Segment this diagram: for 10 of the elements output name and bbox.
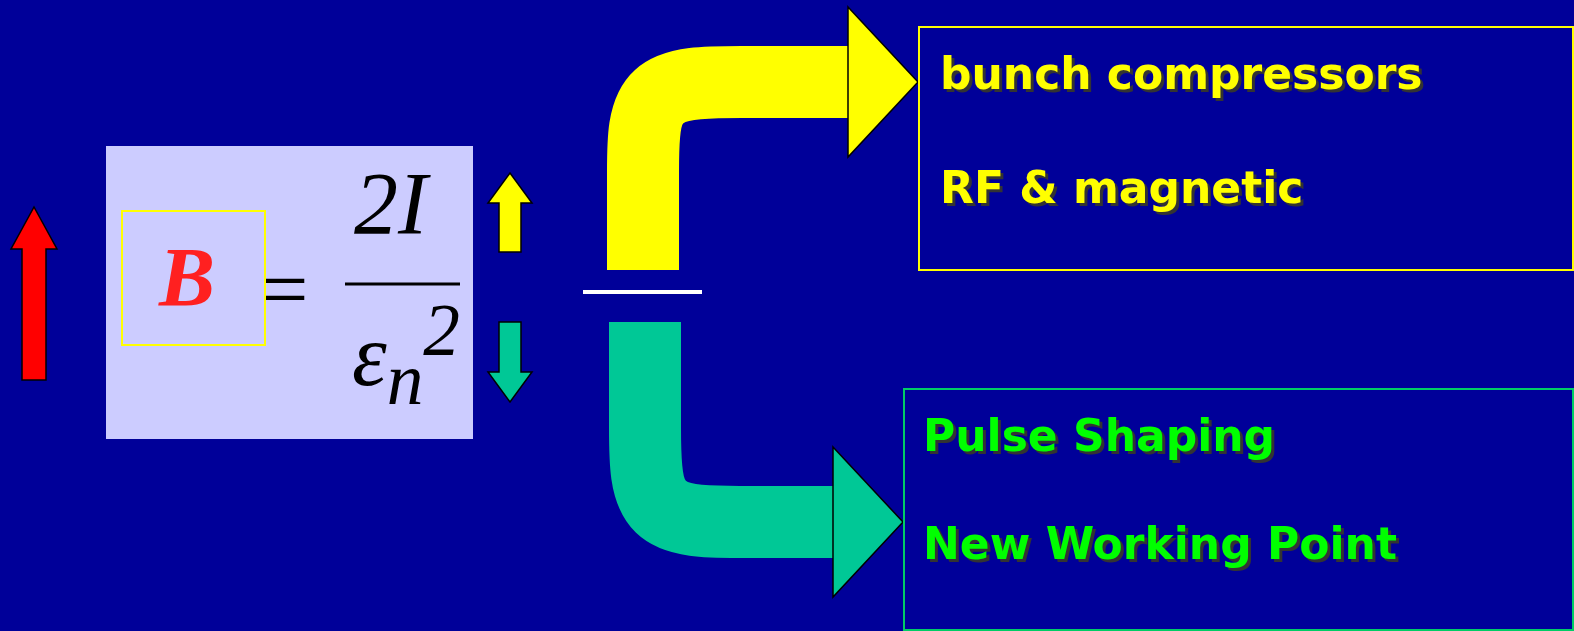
box-text: bunch compressors <box>940 50 1423 99</box>
box-text: RF & magnetic <box>940 164 1304 213</box>
variable-label: B <box>159 232 216 325</box>
box-text: New Working Point <box>923 520 1397 569</box>
variable-box <box>121 210 266 346</box>
text-box <box>918 26 1574 271</box>
formula-panel <box>106 146 473 439</box>
text-box <box>903 388 1574 631</box>
box-text: Pulse Shaping <box>923 412 1276 461</box>
equals-sign: = <box>261 244 309 337</box>
